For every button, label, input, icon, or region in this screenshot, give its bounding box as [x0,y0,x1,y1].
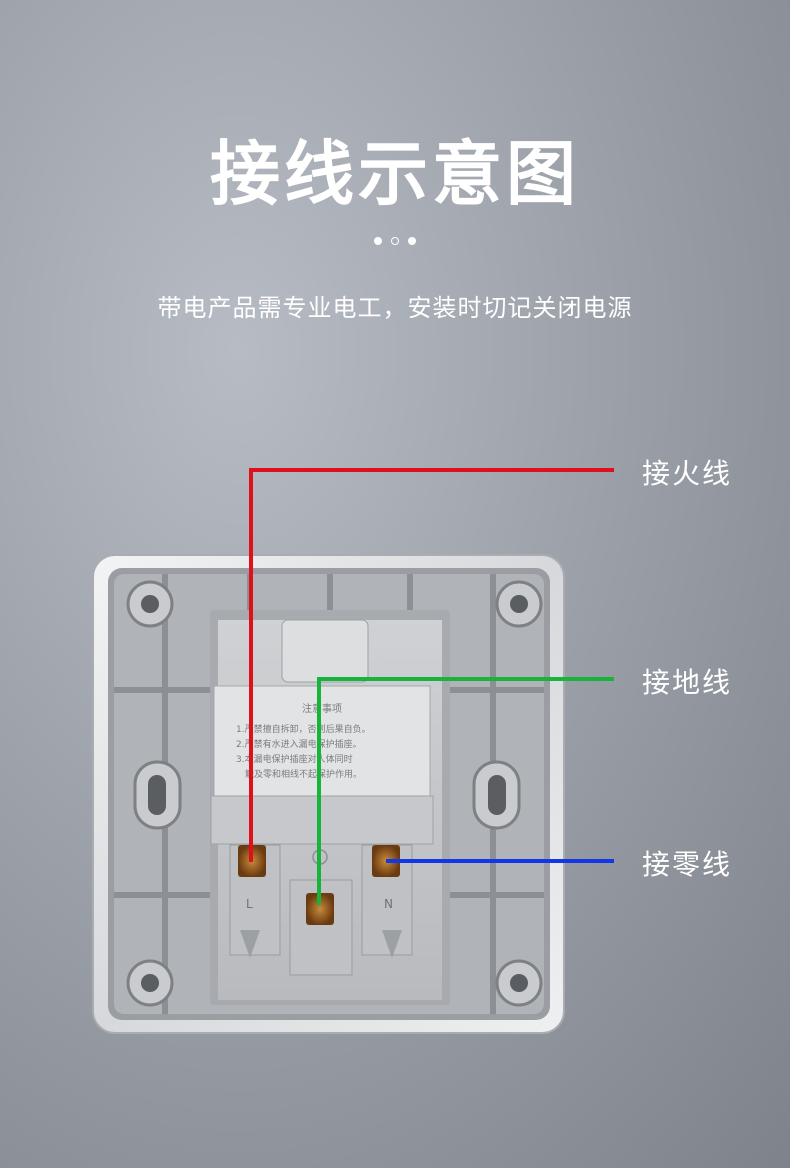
earth-wire-line [317,677,614,905]
mounting-holes [126,580,543,1007]
notice-line-2: 2.严禁有水进入漏电保护插座。 [236,738,362,750]
earth-terminal-screw [306,893,334,925]
notice-line-3: 3.本漏电保护插座对人体同时 [236,753,353,765]
page-title: 接线示意图 [210,133,580,215]
terminal-n-label: N [384,897,393,911]
notice-line-1: 1.严禁擅自拆卸，否则后果自负。 [236,723,371,735]
earth-wire-label: 接地线 [642,666,733,699]
notice-line-4: 触及零和相线不起保护作用。 [245,768,362,780]
dot-2 [391,237,399,245]
live-wire-line [249,468,614,862]
live-wire-label: 接火线 [642,457,733,490]
dot-1 [374,237,382,245]
safety-subtitle: 带电产品需专业电工，安装时切记关闭电源 [157,294,633,322]
notice-title: 注意事项 [302,702,342,715]
neutral-wire-label: 接零线 [642,848,733,881]
socket-module: 注意事项 1.严禁擅自拆卸，否则后果自负。 2.严禁有水进入漏电保护插座。 3.… [210,610,450,1005]
pagination-dots [374,237,418,247]
terminal-l-label: L [246,897,253,911]
dot-3 [408,237,416,245]
